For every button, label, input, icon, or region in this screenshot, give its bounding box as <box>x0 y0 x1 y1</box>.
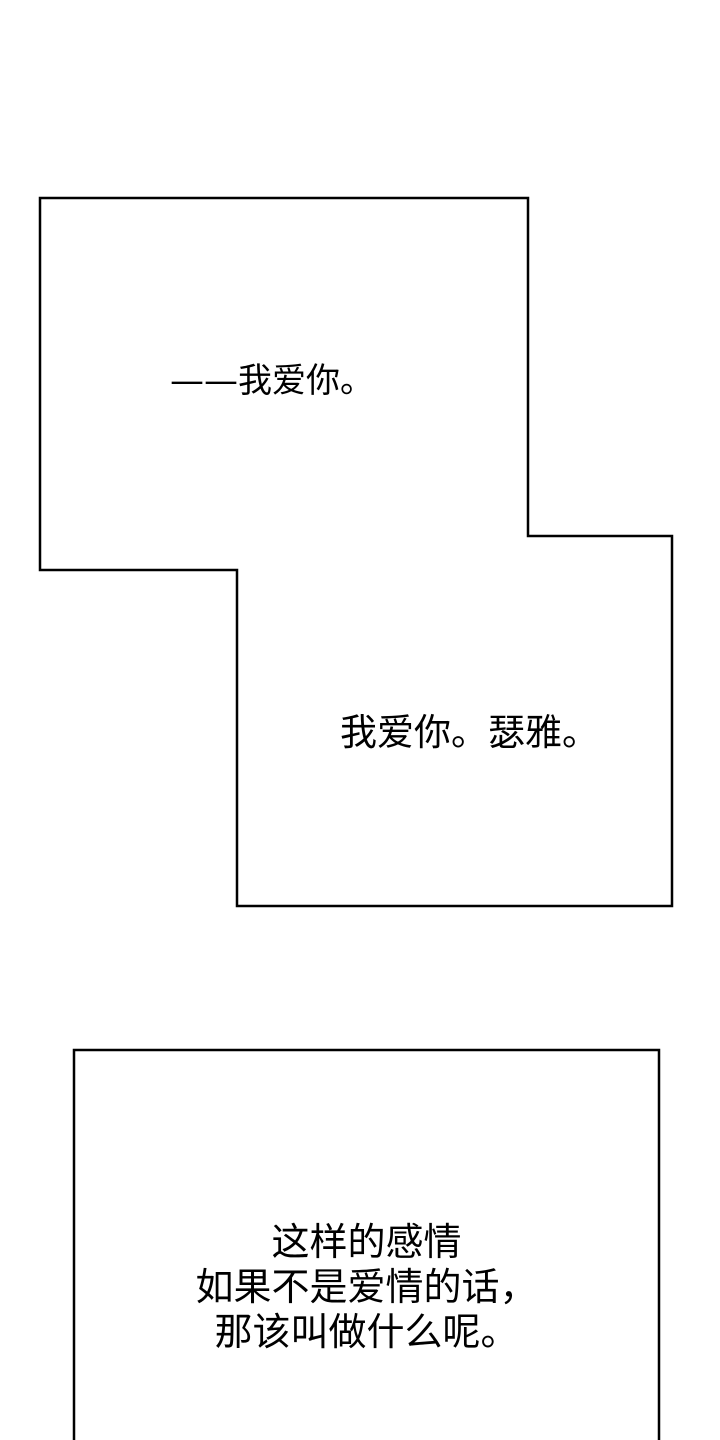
narration-line: 那该叫做什么呢。 <box>214 1310 519 1354</box>
dialogue-i-love-you-seoa: 我爱你。瑟雅。 <box>340 711 599 754</box>
narration-line: 如果不是爱情的话， <box>195 1265 538 1309</box>
narration-line: 这样的感情 <box>271 1220 462 1264</box>
narration-box: 这样的感情 如果不是爱情的话， 那该叫做什么呢。 <box>74 1220 659 1355</box>
dialogue-i-love-you: ——我爱你。 <box>170 361 374 401</box>
panel-upper <box>38 196 674 908</box>
panel-lower <box>72 1048 661 1440</box>
